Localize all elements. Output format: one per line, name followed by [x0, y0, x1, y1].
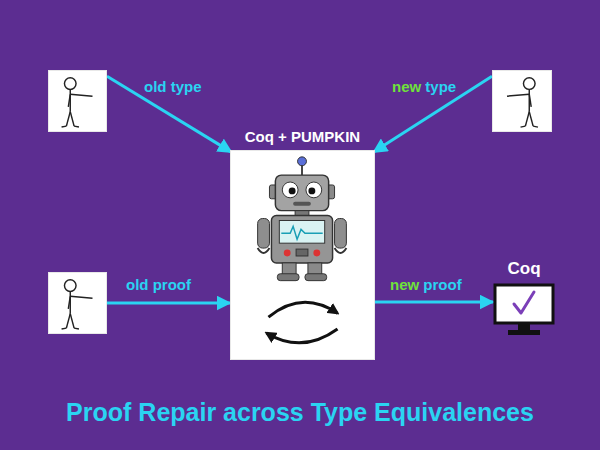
stick-figure — [493, 71, 551, 131]
edge-label: new type — [390, 78, 458, 95]
stick-figure — [49, 273, 106, 333]
node-heading: Coq — [507, 259, 540, 279]
connector-arrow — [374, 76, 492, 152]
edge-label: old proof — [124, 276, 193, 293]
figure-box — [48, 70, 107, 132]
stick-figure — [49, 71, 106, 131]
monitor-node: Coq — [493, 283, 555, 337]
monitor-icon — [493, 283, 555, 337]
connector-arrow — [107, 76, 231, 152]
connector-arrow — [107, 302, 230, 305]
figure-box — [492, 70, 552, 132]
diagram-title: Proof Repair across Type Equivalences — [0, 398, 600, 427]
robot-illustration — [231, 151, 374, 359]
tool-box: Coq + PUMPKIN — [230, 150, 375, 360]
connector-arrow — [375, 301, 493, 304]
edge-label: new proof — [388, 276, 464, 293]
figure-box — [48, 272, 107, 334]
node-heading: Coq + PUMPKIN — [245, 128, 360, 145]
edge-label: old type — [142, 78, 204, 95]
